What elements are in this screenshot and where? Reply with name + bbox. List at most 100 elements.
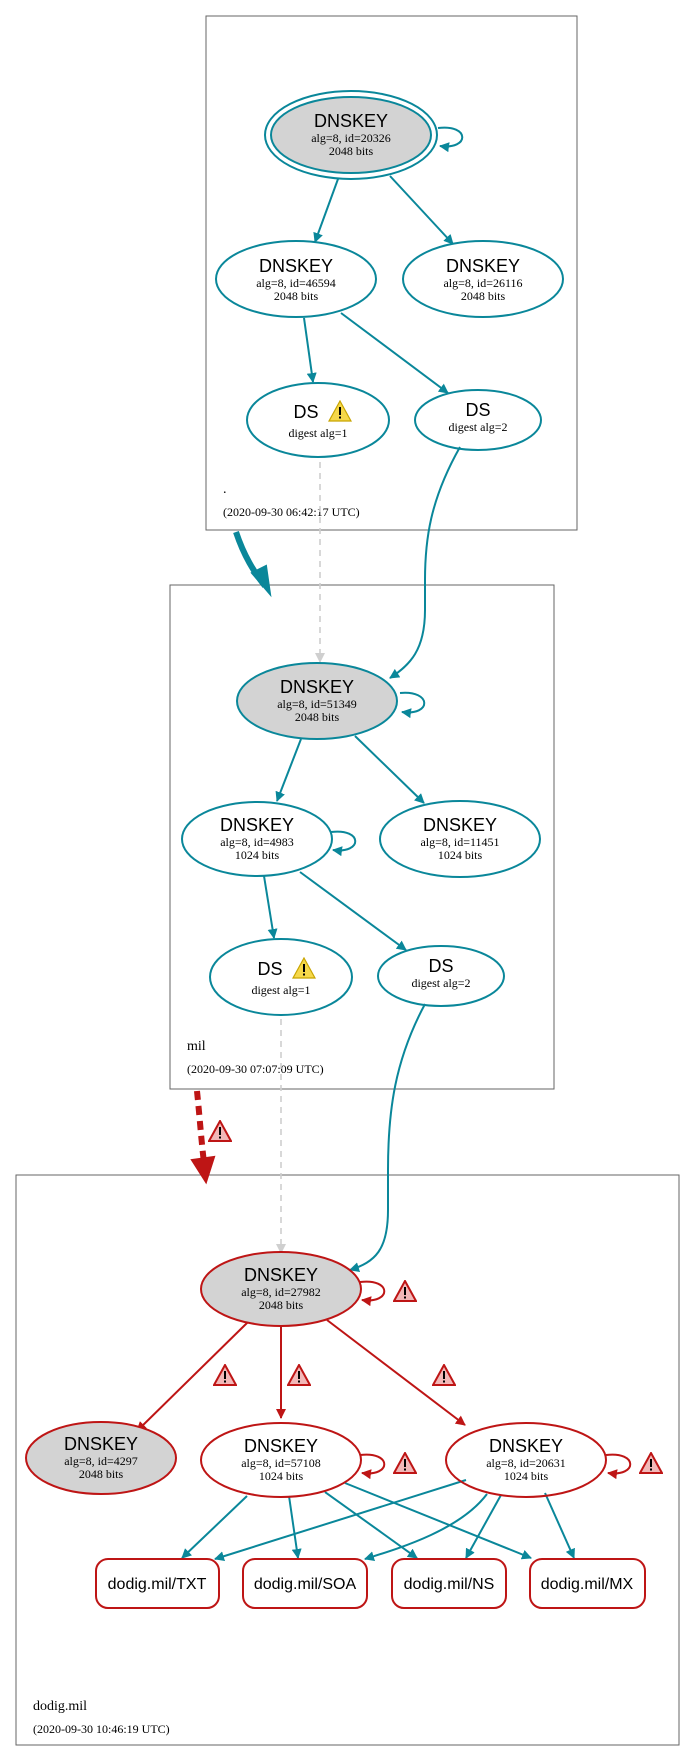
rrset-ns[interactable]: dodig.mil/NS: [391, 1558, 507, 1609]
rrset-label: dodig.mil/NS: [404, 1576, 495, 1593]
edge-20631-to-mx: [544, 1492, 575, 1559]
warning-icon[interactable]: [213, 1364, 237, 1386]
warning-icon[interactable]: [393, 1280, 417, 1302]
rrset-txt[interactable]: dodig.mil/TXT: [95, 1558, 220, 1609]
rrset-label: dodig.mil/MX: [541, 1576, 634, 1593]
zone-dodig: dodig.mil (2020-09-30 10:46:19 UTC): [15, 1174, 680, 1746]
zone-mil: mil (2020-09-30 07:07:09 UTC): [169, 584, 555, 1090]
node-line1: digest alg=2: [411, 976, 470, 990]
node-line2: 2048 bits: [274, 289, 319, 303]
node-line1: alg=8, id=46594: [256, 276, 336, 290]
node-title: DS: [428, 956, 453, 976]
rrset-soa[interactable]: dodig.mil/SOA: [242, 1558, 368, 1609]
node-mil-ds2[interactable]: DS digest alg=2: [377, 945, 505, 1007]
node-line2: 2048 bits: [329, 144, 374, 158]
node-title: DNSKEY: [423, 815, 497, 835]
node-line1: alg=8, id=11451: [420, 835, 499, 849]
node-line1: alg=8, id=4983: [220, 835, 294, 849]
node-line1: alg=8, id=51349: [277, 697, 357, 711]
node-line1: alg=8, id=27982: [241, 1285, 321, 1299]
node-mil-zsk2[interactable]: DNSKEY alg=8, id=11451 1024 bits: [379, 800, 541, 878]
edge-dodig-ksk-to-4297: [136, 1321, 249, 1432]
node-root-zsk1[interactable]: DNSKEY alg=8, id=46594 2048 bits: [215, 240, 377, 318]
node-line2: 1024 bits: [259, 1469, 304, 1483]
node-title: DNSKEY: [220, 815, 294, 835]
warning-icon[interactable]: [208, 1120, 232, 1142]
edge-mil-ksk-to-zsk1: [275, 738, 302, 802]
edge-mil-ksk-self: [399, 691, 426, 719]
node-title: DNSKEY: [244, 1265, 318, 1285]
node-title: DS: [293, 402, 318, 422]
edge-dodig-ksk-to-20631: [326, 1319, 466, 1426]
node-title: DNSKEY: [259, 256, 333, 276]
node-mil-ksk[interactable]: DNSKEY alg=8, id=51349 2048 bits: [236, 662, 398, 740]
edge-57108-to-mx: [344, 1482, 532, 1560]
edge-mil-ds2-to-dodig-ksk: [349, 1003, 426, 1273]
node-line1: digest alg=1: [288, 426, 347, 440]
node-dodig-57108[interactable]: DNSKEY alg=8, id=57108 1024 bits: [200, 1422, 362, 1498]
warning-icon[interactable]: [328, 400, 352, 422]
zone-root-timestamp: (2020-09-30 06:42:17 UTC): [223, 505, 360, 519]
node-title: DS: [465, 400, 490, 420]
node-line1: alg=8, id=26116: [443, 276, 522, 290]
warning-icon[interactable]: [639, 1452, 663, 1474]
node-title: DS: [257, 959, 282, 979]
edge-root-zsk1-to-ds2: [340, 312, 449, 394]
node-dodig-ksk[interactable]: DNSKEY alg=8, id=27982 2048 bits: [200, 1251, 362, 1327]
zone-dodig-name: dodig.mil: [33, 1699, 87, 1714]
rrset-mx[interactable]: dodig.mil/MX: [529, 1558, 646, 1609]
node-mil-ds1[interactable]: DS digest alg=1: [209, 938, 353, 1016]
node-title: DNSKEY: [446, 256, 520, 276]
edge-20631-to-txt: [214, 1479, 467, 1562]
node-line2: 2048 bits: [295, 710, 340, 724]
delegation-mil-to-dodig-arrowhead: [190, 1155, 216, 1185]
zone-dodig-timestamp: (2020-09-30 10:46:19 UTC): [33, 1722, 170, 1736]
node-dodig-20631[interactable]: DNSKEY alg=8, id=20631 1024 bits: [445, 1422, 607, 1498]
node-root-ksk[interactable]: DNSKEY alg=8, id=20326 2048 bits: [264, 90, 438, 180]
edge-dodig-ksk-self: [359, 1280, 386, 1307]
rrset-label: dodig.mil/TXT: [108, 1576, 207, 1593]
edge-mil-ksk-to-zsk2: [354, 735, 425, 804]
edge-mil-zsk1-self: [330, 830, 357, 857]
edge-20631-to-ns: [465, 1494, 502, 1559]
node-line2: 1024 bits: [504, 1469, 549, 1483]
node-line1: alg=8, id=20326: [311, 131, 391, 145]
edge-mil-zsk1-to-ds1: [263, 875, 278, 939]
zone-mil-name: mil: [187, 1039, 206, 1054]
node-line2: 2048 bits: [461, 289, 506, 303]
node-title: DNSKEY: [280, 677, 354, 697]
edge-root-zsk1-to-ds1: [303, 317, 317, 383]
node-dodig-4297[interactable]: DNSKEY alg=8, id=4297 2048 bits: [25, 1421, 177, 1495]
zone-root-name: .: [223, 482, 227, 497]
node-line2: 2048 bits: [259, 1298, 304, 1312]
edge-mil-zsk1-to-ds2: [299, 871, 407, 951]
edge-root-ksk-self: [437, 126, 464, 153]
delegation-root-to-mil-arrowhead: [250, 564, 272, 598]
edge-dodig-57108-self: [359, 1453, 386, 1480]
node-mil-zsk1[interactable]: DNSKEY alg=8, id=4983 1024 bits: [181, 801, 333, 877]
node-line1: digest alg=1: [251, 983, 310, 997]
node-line1: alg=8, id=57108: [241, 1456, 321, 1470]
node-title: DNSKEY: [489, 1436, 563, 1456]
edge-57108-to-txt: [181, 1495, 248, 1559]
node-line1: alg=8, id=20631: [486, 1456, 566, 1470]
edge-root-ksk-to-zsk2: [389, 175, 454, 245]
warning-icon[interactable]: [287, 1364, 311, 1386]
delegation-mil-to-dodig: [194, 1090, 208, 1171]
edge-root-ksk-to-zsk1: [313, 178, 339, 243]
edges: [136, 126, 632, 1562]
node-root-ds1[interactable]: DS digest alg=1: [246, 382, 390, 458]
node-title: DNSKEY: [314, 111, 388, 131]
warning-icon[interactable]: [393, 1452, 417, 1474]
node-line1: digest alg=2: [448, 420, 507, 434]
zone-mil-timestamp: (2020-09-30 07:07:09 UTC): [187, 1062, 324, 1076]
node-root-zsk2[interactable]: DNSKEY alg=8, id=26116 2048 bits: [402, 240, 564, 318]
node-line1: alg=8, id=4297: [64, 1454, 138, 1468]
node-line2: 1024 bits: [438, 848, 483, 862]
node-title: DNSKEY: [64, 1434, 138, 1454]
warning-icon[interactable]: [432, 1364, 456, 1386]
warning-icon[interactable]: [292, 957, 316, 979]
node-line2: 1024 bits: [235, 848, 280, 862]
node-root-ds2[interactable]: DS digest alg=2: [414, 389, 542, 451]
